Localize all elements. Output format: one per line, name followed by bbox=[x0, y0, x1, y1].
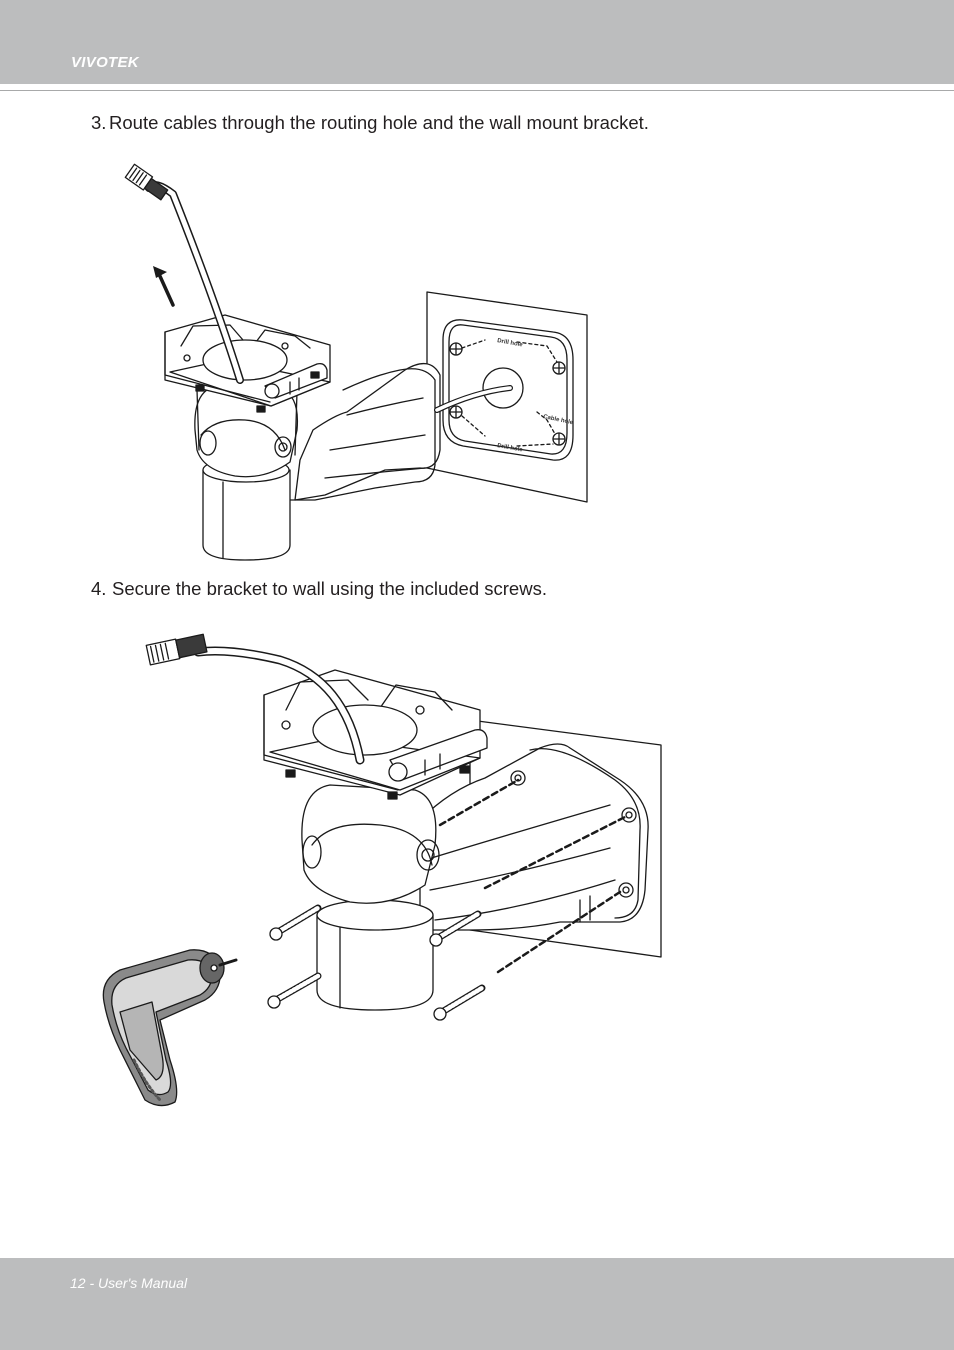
page-header: VIVOTEK bbox=[0, 0, 954, 84]
drill-hole-label: Drill hole bbox=[497, 443, 524, 453]
drill-hole-label: Drill hole bbox=[497, 338, 524, 348]
step-number: 3. bbox=[91, 112, 107, 133]
header-divider bbox=[0, 90, 954, 91]
step-text: Secure the bracket to wall using the inc… bbox=[112, 578, 547, 599]
step-4-instruction: 4.Secure the bracket to wall using the i… bbox=[91, 578, 547, 600]
step-text: Route cables through the routing hole an… bbox=[109, 112, 649, 133]
brand-logo-text: VIVOTEK bbox=[71, 54, 139, 71]
page-footer bbox=[0, 1258, 954, 1350]
step-3-instruction: 3.Route cables through the routing hole … bbox=[91, 112, 649, 134]
page-number: 12 - User's Manual bbox=[70, 1275, 188, 1291]
step-number: 4. bbox=[91, 578, 107, 599]
bracket-mounting-illustration bbox=[102, 633, 662, 1107]
cable-routing-illustration: Drill hole Cable hole Drill hole bbox=[124, 163, 588, 561]
